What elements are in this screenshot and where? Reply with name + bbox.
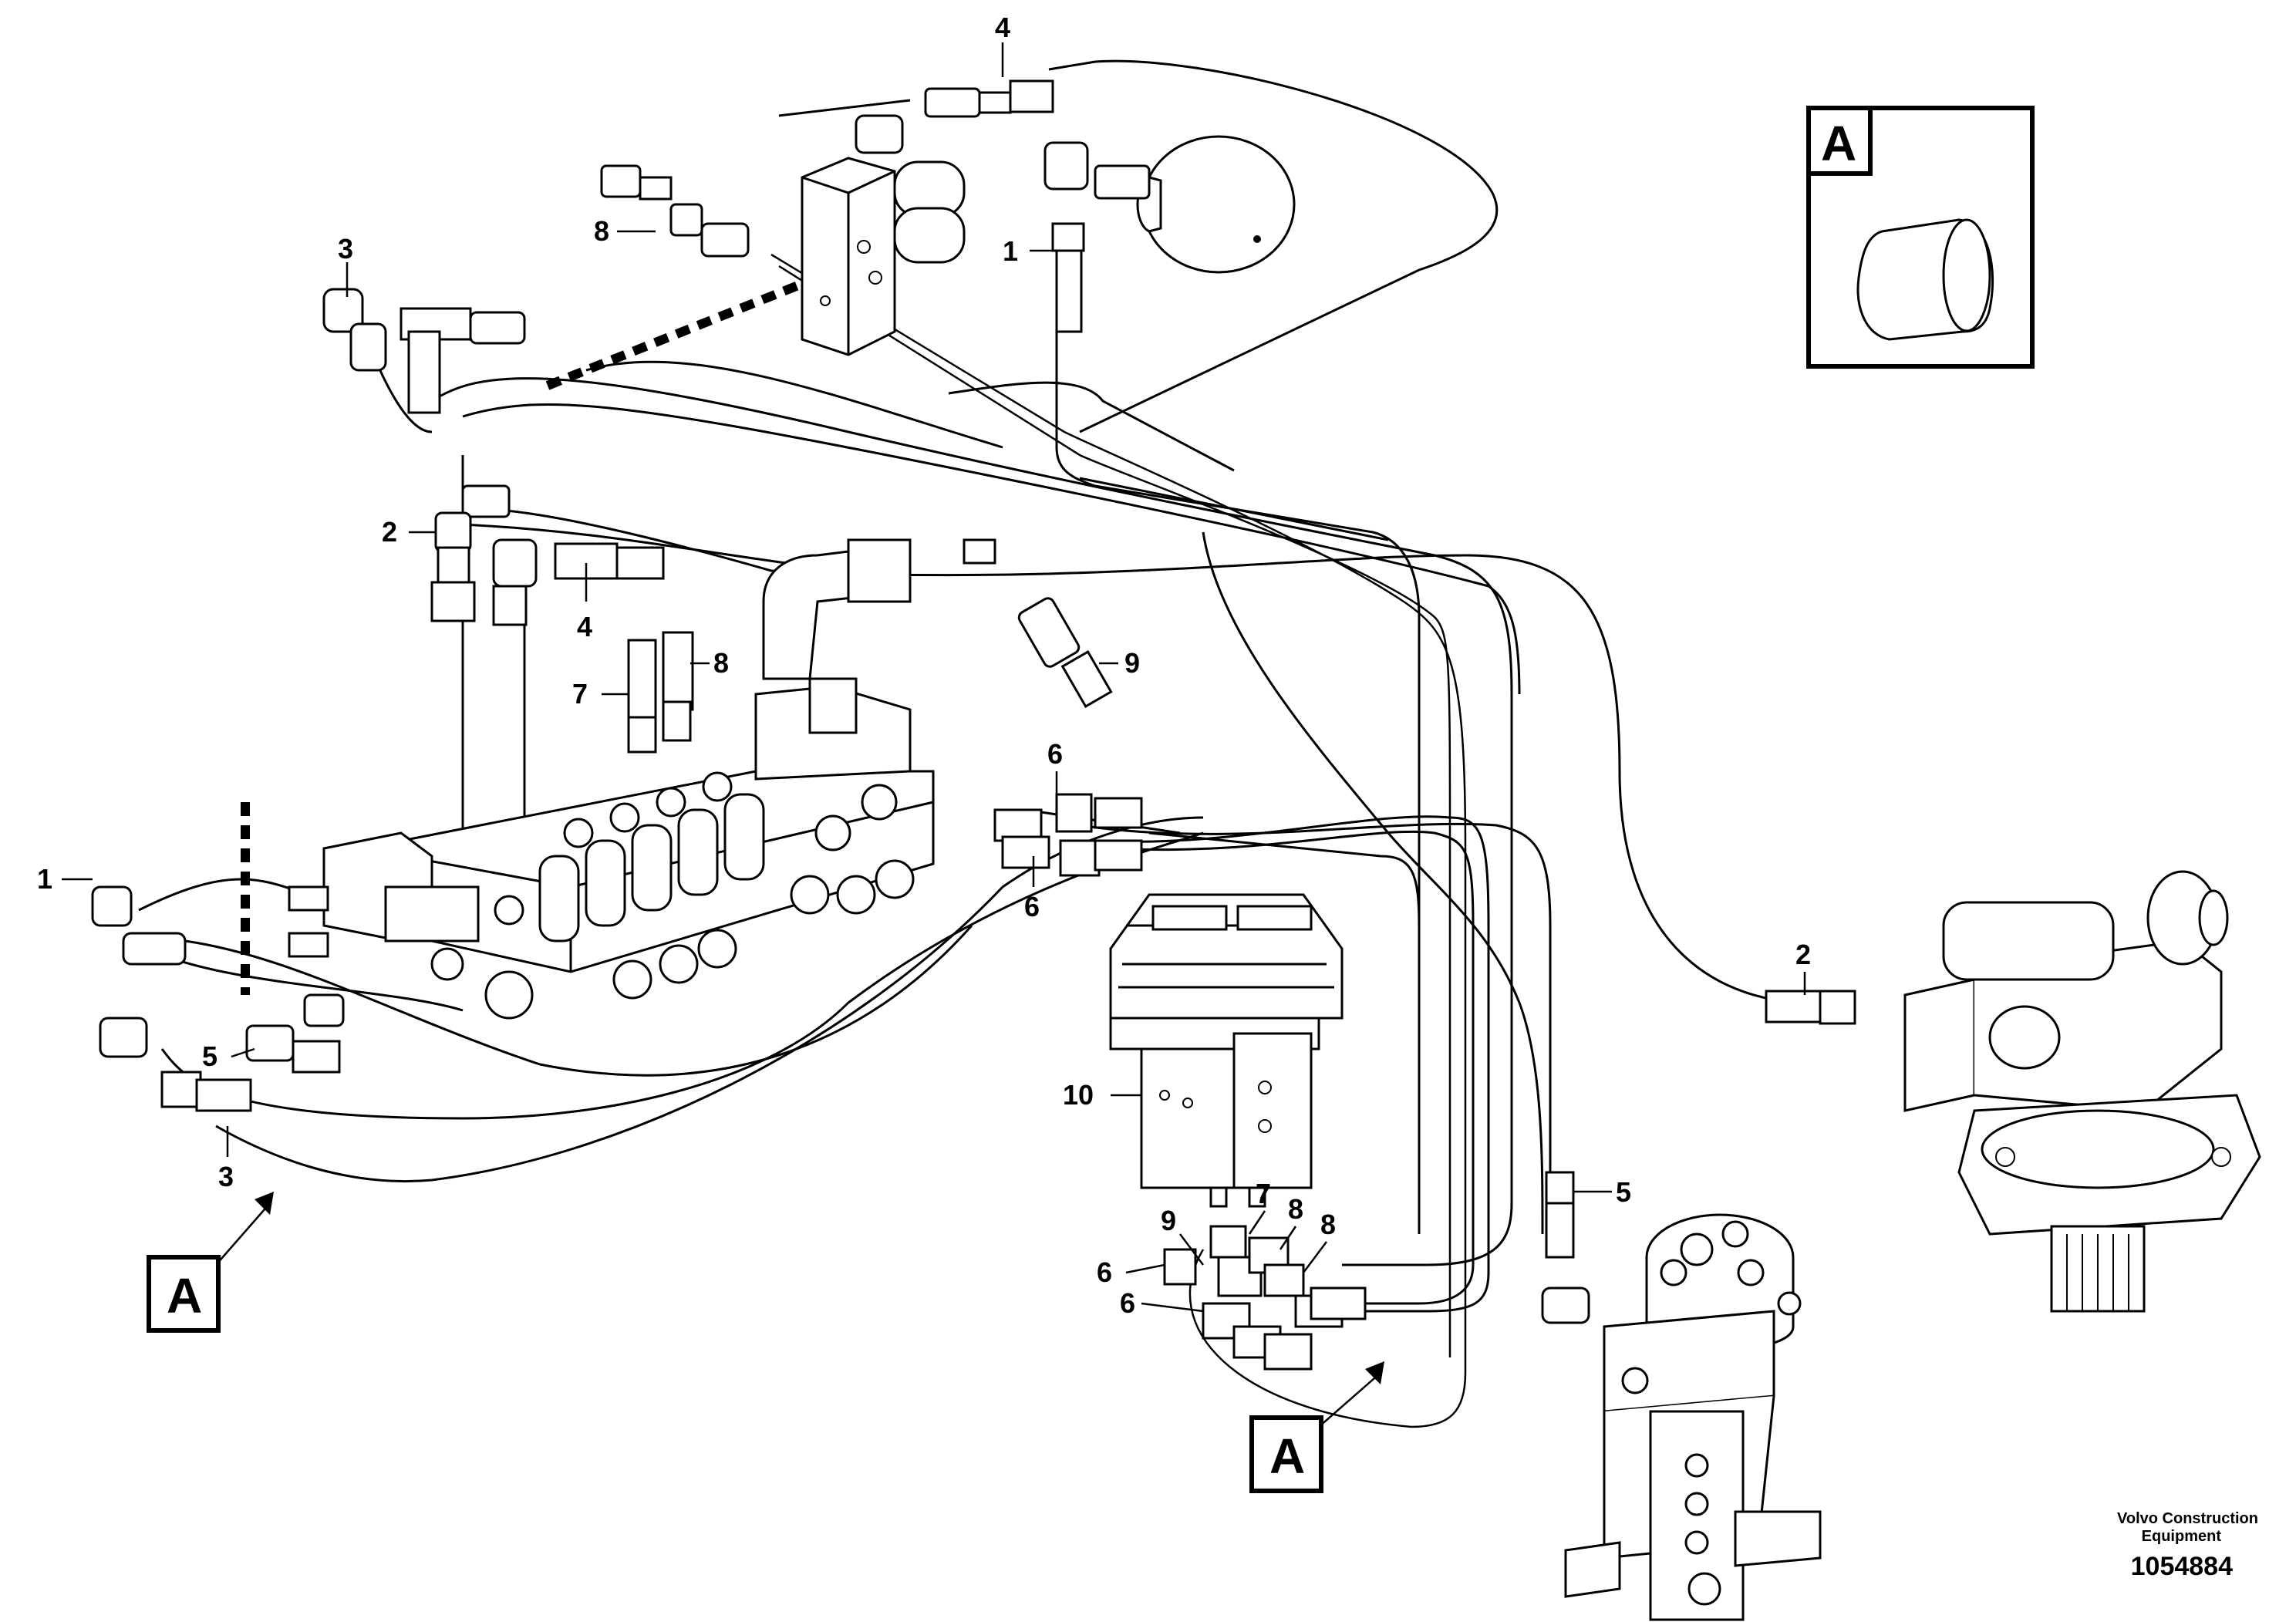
document-number: 1054884 (2131, 1552, 2233, 1581)
view-ref-label-left: A (167, 1268, 202, 1324)
callout-6-a: 6 (1047, 738, 1063, 770)
view-ref-box-left: A (147, 1255, 221, 1333)
dashed-connection-lines (241, 273, 820, 995)
accumulator-icon (1136, 135, 1296, 274)
pilot-control-valve-icon (1109, 893, 1344, 1208)
callout-1-top: 1 (1003, 235, 1018, 267)
callout-3-top: 3 (338, 233, 353, 265)
callout-6-low-b: 6 (1120, 1287, 1135, 1319)
callout-7-low: 7 (1256, 1178, 1271, 1209)
callout-5-left: 5 (202, 1040, 217, 1072)
hydraulic-control-valve-icon (288, 538, 935, 1020)
view-reference-arrows (215, 1192, 1384, 1428)
detail-view-a-label: A (1821, 116, 1856, 171)
callout-7-mid: 7 (572, 678, 588, 710)
callout-4-mid: 4 (577, 611, 592, 642)
hose-fittings (91, 79, 1856, 1371)
callout-numbers: 4 3 8 1 2 4 7 8 9 6 6 1 5 3 2 10 5 7 8 8… (37, 12, 1977, 1319)
callout-8-low-b: 8 (1320, 1209, 1336, 1240)
footer: Volvo Construction Equipment 1054884 (2117, 1510, 2258, 1581)
solenoid-valve-block-icon (801, 157, 966, 356)
view-ref-label-center: A (1269, 1428, 1305, 1484)
brand-line-1: Volvo Construction (2117, 1510, 2258, 1527)
callout-8-low-a: 8 (1288, 1193, 1303, 1225)
brand-line-2: Equipment (2142, 1528, 2222, 1545)
callout-6-low-a: 6 (1097, 1256, 1112, 1288)
callout-2-left: 2 (382, 516, 397, 548)
callout-1-left: 1 (37, 863, 52, 895)
callout-4-top: 4 (995, 12, 1010, 43)
callout-3-left: 3 (218, 1161, 234, 1192)
callout-9-mid: 9 (1124, 647, 1140, 679)
swing-motor-icon (1903, 870, 2261, 1313)
callout-6-b: 6 (1024, 891, 1040, 922)
callout-10: 10 (1063, 1079, 1094, 1111)
callout-8-top: 8 (594, 215, 609, 247)
protective-cap-icon (1856, 218, 1994, 341)
callout-8-mid: 8 (713, 647, 729, 679)
callout-2-right: 2 (1795, 939, 1811, 970)
swivel-joint-icon (1564, 1213, 1822, 1621)
callout-9-low: 9 (1161, 1205, 1176, 1236)
detail-view-a: A (1806, 106, 2035, 369)
callout-5-right: 5 (1616, 1176, 1631, 1208)
valve-spool-caps (430, 771, 915, 1020)
view-ref-box-center: A (1249, 1415, 1323, 1493)
